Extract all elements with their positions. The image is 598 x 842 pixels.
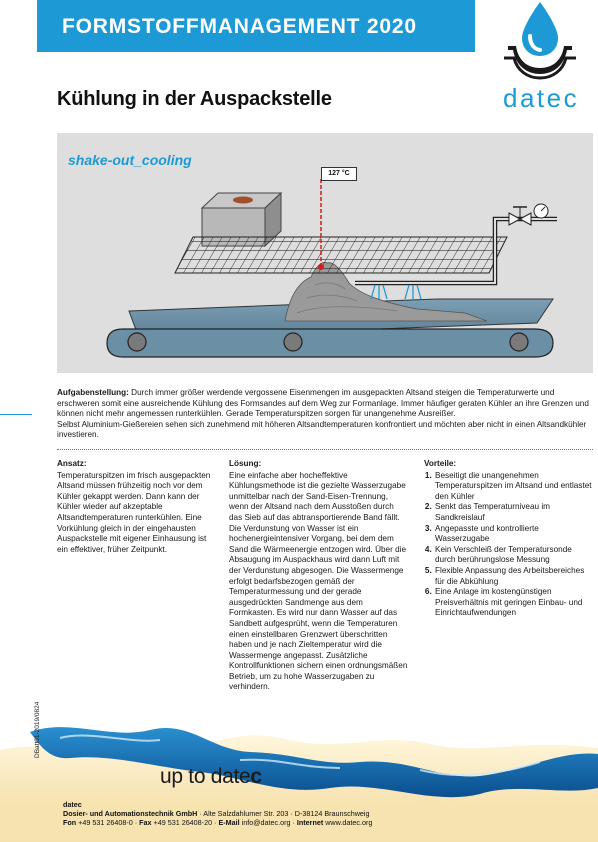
advantages-list: Beseitigt die unangenehmen Temperaturspi…	[424, 471, 592, 619]
slogan: up to datec	[160, 765, 262, 788]
footer-address: · Alte Salzdahlumer Str. 203 · D-38124 B…	[197, 809, 370, 819]
fax-label: Fax	[139, 818, 152, 828]
footer-company: datec	[63, 800, 82, 809]
shake-out-illustration	[106, 179, 557, 358]
solution-column: Lösung: Eine einfache aber hocheffektive…	[229, 459, 409, 693]
advantages-column: Vorteile: Beseitigt die unangenehmen Tem…	[424, 459, 592, 619]
approach-text: Temperaturspitzen im frisch ausgepackten…	[57, 470, 211, 554]
approach-column: Ansatz: Temperaturspitzen im frisch ausg…	[57, 459, 217, 555]
internet-label: Internet	[296, 818, 324, 828]
footer-company-full: Dosier- und Automationstechnik GmbH	[63, 809, 198, 819]
advantage-item: Eine Anlage im kostengünstigen Preisverh…	[434, 587, 592, 619]
logo-wordmark: datec	[503, 83, 580, 113]
footer-email[interactable]: info@datec.org ·	[239, 818, 297, 828]
approach-heading: Ansatz:	[57, 459, 87, 468]
solution-text: Eine einfache aber hocheffektive Kühlung…	[229, 470, 408, 692]
header-band	[37, 0, 475, 52]
water-wave-graphic	[0, 710, 598, 842]
advantage-item: Angepasste und kontrollierte Wasserzugab…	[434, 524, 592, 545]
advantage-item: Kein Verschleiß der Temperatursonde durc…	[434, 545, 592, 566]
header-title: FORMSTOFFMANAGEMENT 2020	[62, 15, 417, 38]
water-pipe	[355, 203, 557, 300]
document-code: DBatt01-2019/0824	[34, 701, 41, 758]
figure-label: shake-out_cooling	[68, 152, 192, 168]
footer-fax: +49 531 26408-20 ·	[151, 818, 219, 828]
task-text-2: Selbst Aluminium-Gießereien sehen sich z…	[57, 419, 587, 440]
page-title: Kühlung in der Auspackstelle	[57, 88, 332, 110]
section-divider	[57, 449, 593, 450]
footer-phone: +49 531 26408-0 ·	[76, 818, 140, 828]
footer-website[interactable]: www.datec.org	[323, 818, 373, 828]
left-accent-rule	[0, 414, 32, 415]
contact-footer: datec Dosier- und Automationstechnik Gmb…	[63, 800, 372, 828]
datec-logo	[504, 2, 576, 80]
advantages-heading: Vorteile:	[424, 459, 457, 468]
temperature-readout: 127 °C	[321, 167, 357, 181]
task-text: Durch immer größer werdende vergossene E…	[57, 388, 589, 419]
shake-out-grid	[174, 236, 508, 274]
advantage-item: Flexible Anpassung des Arbeitsbereiches …	[434, 566, 592, 587]
advantage-item: Senkt das Temperaturniveau im Sandkreisl…	[434, 502, 592, 523]
task-section: Aufgabenstellung: Durch immer größer wer…	[57, 388, 593, 441]
task-heading: Aufgabenstellung:	[57, 388, 129, 397]
fon-label: Fon	[63, 818, 77, 828]
solution-heading: Lösung:	[229, 459, 262, 468]
advantage-item: Beseitigt die unangenehmen Temperaturspi…	[434, 471, 592, 503]
email-label: E-Mail	[218, 818, 240, 828]
